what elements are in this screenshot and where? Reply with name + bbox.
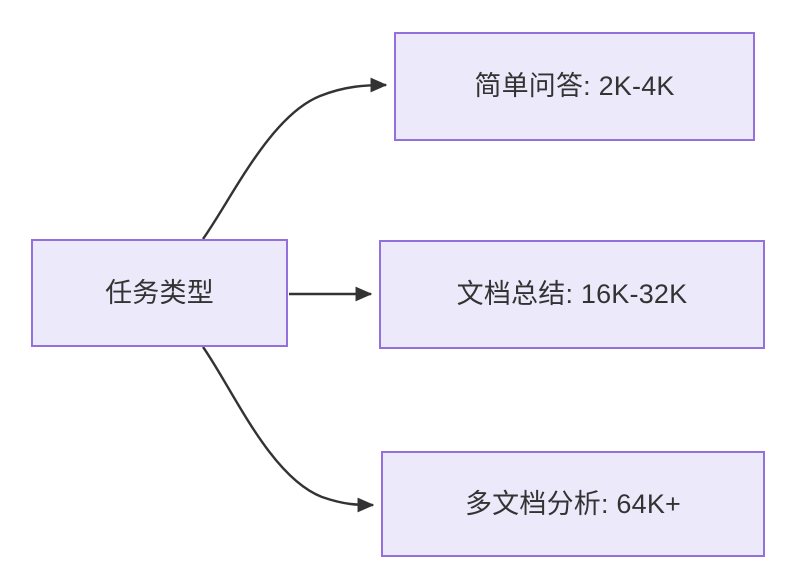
edge-task-type-to-multi-doc — [202, 346, 375, 513]
node-multi-doc[interactable]: 多文档分析: 64K+ — [381, 451, 765, 557]
node-simple-qa[interactable]: 简单问答: 2K-4K — [394, 32, 755, 141]
node-doc-summary-label: 文档总结: 16K-32K — [456, 279, 688, 310]
node-simple-qa-label: 简单问答: 2K-4K — [474, 71, 675, 102]
node-doc-summary[interactable]: 文档总结: 16K-32K — [379, 240, 765, 349]
edge-task-type-to-simple-qa — [202, 77, 388, 240]
node-task-type[interactable]: 任务类型 — [31, 239, 288, 347]
node-multi-doc-label: 多文档分析: 64K+ — [464, 488, 681, 519]
node-task-type-label: 任务类型 — [105, 277, 214, 308]
